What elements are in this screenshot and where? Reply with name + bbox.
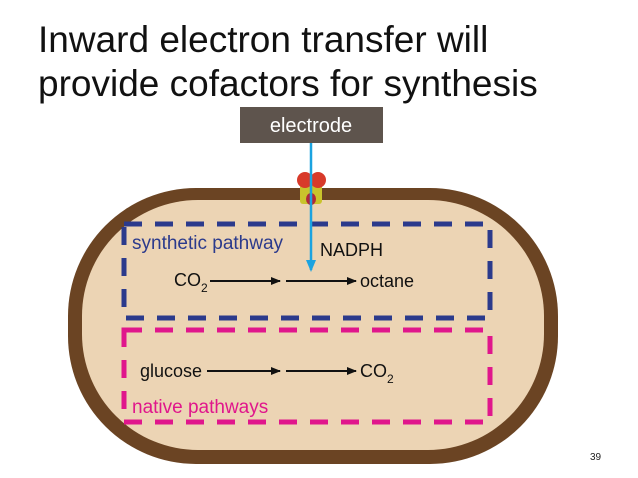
- synthetic-substrate-co2: CO2: [174, 270, 208, 295]
- co2-main: CO: [174, 270, 201, 290]
- slide-title: Inward electron transfer will provide co…: [38, 18, 538, 106]
- native-pathways-label: native pathways: [132, 397, 268, 418]
- glucose-label: glucose: [140, 361, 202, 381]
- electrode-box: [240, 107, 383, 143]
- title-line-2: provide cofactors for synthesis: [38, 63, 538, 104]
- electrode-label: electrode: [270, 115, 352, 137]
- native-co2-subscript: 2: [387, 372, 394, 386]
- octane-label: octane: [360, 271, 414, 291]
- native-pathways-box: [121, 327, 493, 425]
- synthetic-pathway-box: [121, 221, 493, 321]
- native-product-co2: CO2: [360, 361, 394, 386]
- cytoplasm: [82, 200, 544, 450]
- title-line-1: Inward electron transfer will: [38, 19, 489, 60]
- native-co2-main: CO: [360, 361, 387, 381]
- nadph-label: NADPH: [320, 240, 383, 260]
- synthetic-pathway-label: synthetic pathway: [132, 233, 284, 254]
- page-number: 39: [590, 452, 602, 463]
- co2-subscript: 2: [201, 281, 208, 295]
